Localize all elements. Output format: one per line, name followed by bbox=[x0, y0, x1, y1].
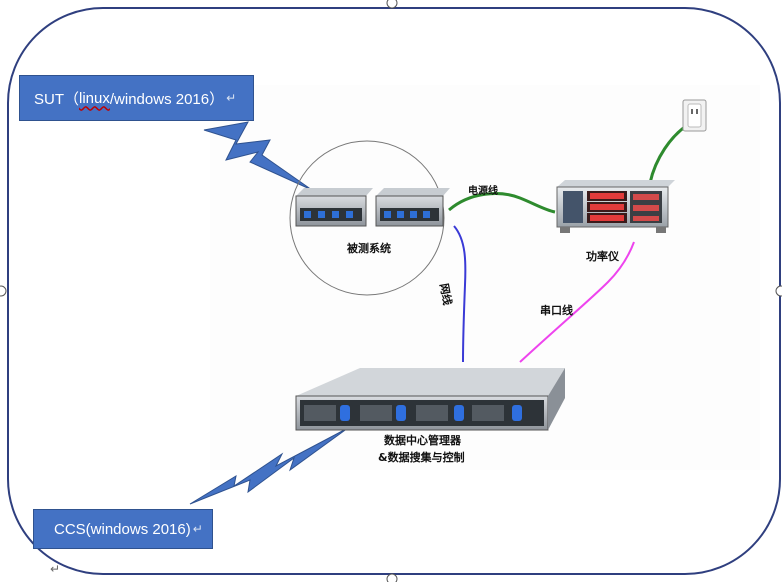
sut-callout-prefix: SUT（ bbox=[34, 90, 80, 108]
serial-line-label: 串口线 bbox=[540, 304, 573, 317]
sut-server-2 bbox=[375, 188, 450, 227]
manager-server bbox=[295, 368, 565, 431]
manager-label-line2: &数据搜集与控制 bbox=[378, 451, 465, 464]
paragraph-return-icon: ↵ bbox=[192, 522, 203, 536]
serial-cable bbox=[519, 241, 635, 363]
sut-circle bbox=[289, 140, 445, 296]
wall-socket-icon bbox=[682, 99, 707, 132]
handle-left[interactable] bbox=[0, 285, 7, 297]
power-cable bbox=[448, 192, 556, 214]
sut-callout-box[interactable]: SUT（linux/windows 2016）↵ bbox=[19, 75, 254, 121]
paragraph-return-icon: ↵ bbox=[50, 562, 61, 576]
power-line-label: 电源线 bbox=[468, 186, 498, 197]
network-cable bbox=[453, 225, 467, 363]
paragraph-return-icon: ↵ bbox=[226, 91, 237, 105]
sut-system-label: 被测系统 bbox=[347, 242, 391, 255]
ccs-callout-text: CCS(windows 2016) bbox=[54, 520, 191, 538]
handle-bottom[interactable] bbox=[386, 573, 398, 582]
sut-callout-squiggle-word: linux bbox=[79, 89, 110, 107]
power-meter-label: 功率仪 bbox=[586, 250, 619, 263]
manager-label-line1: 数据中心管理器 bbox=[384, 434, 461, 447]
sut-server-1 bbox=[295, 188, 373, 227]
power-meter-device bbox=[556, 180, 675, 233]
ccs-callout-box[interactable]: CCS(windows 2016)↵ bbox=[33, 509, 213, 549]
handle-top[interactable] bbox=[386, 0, 398, 9]
sut-callout-suffix: /windows 2016） bbox=[109, 90, 225, 108]
handle-right[interactable] bbox=[775, 285, 782, 297]
